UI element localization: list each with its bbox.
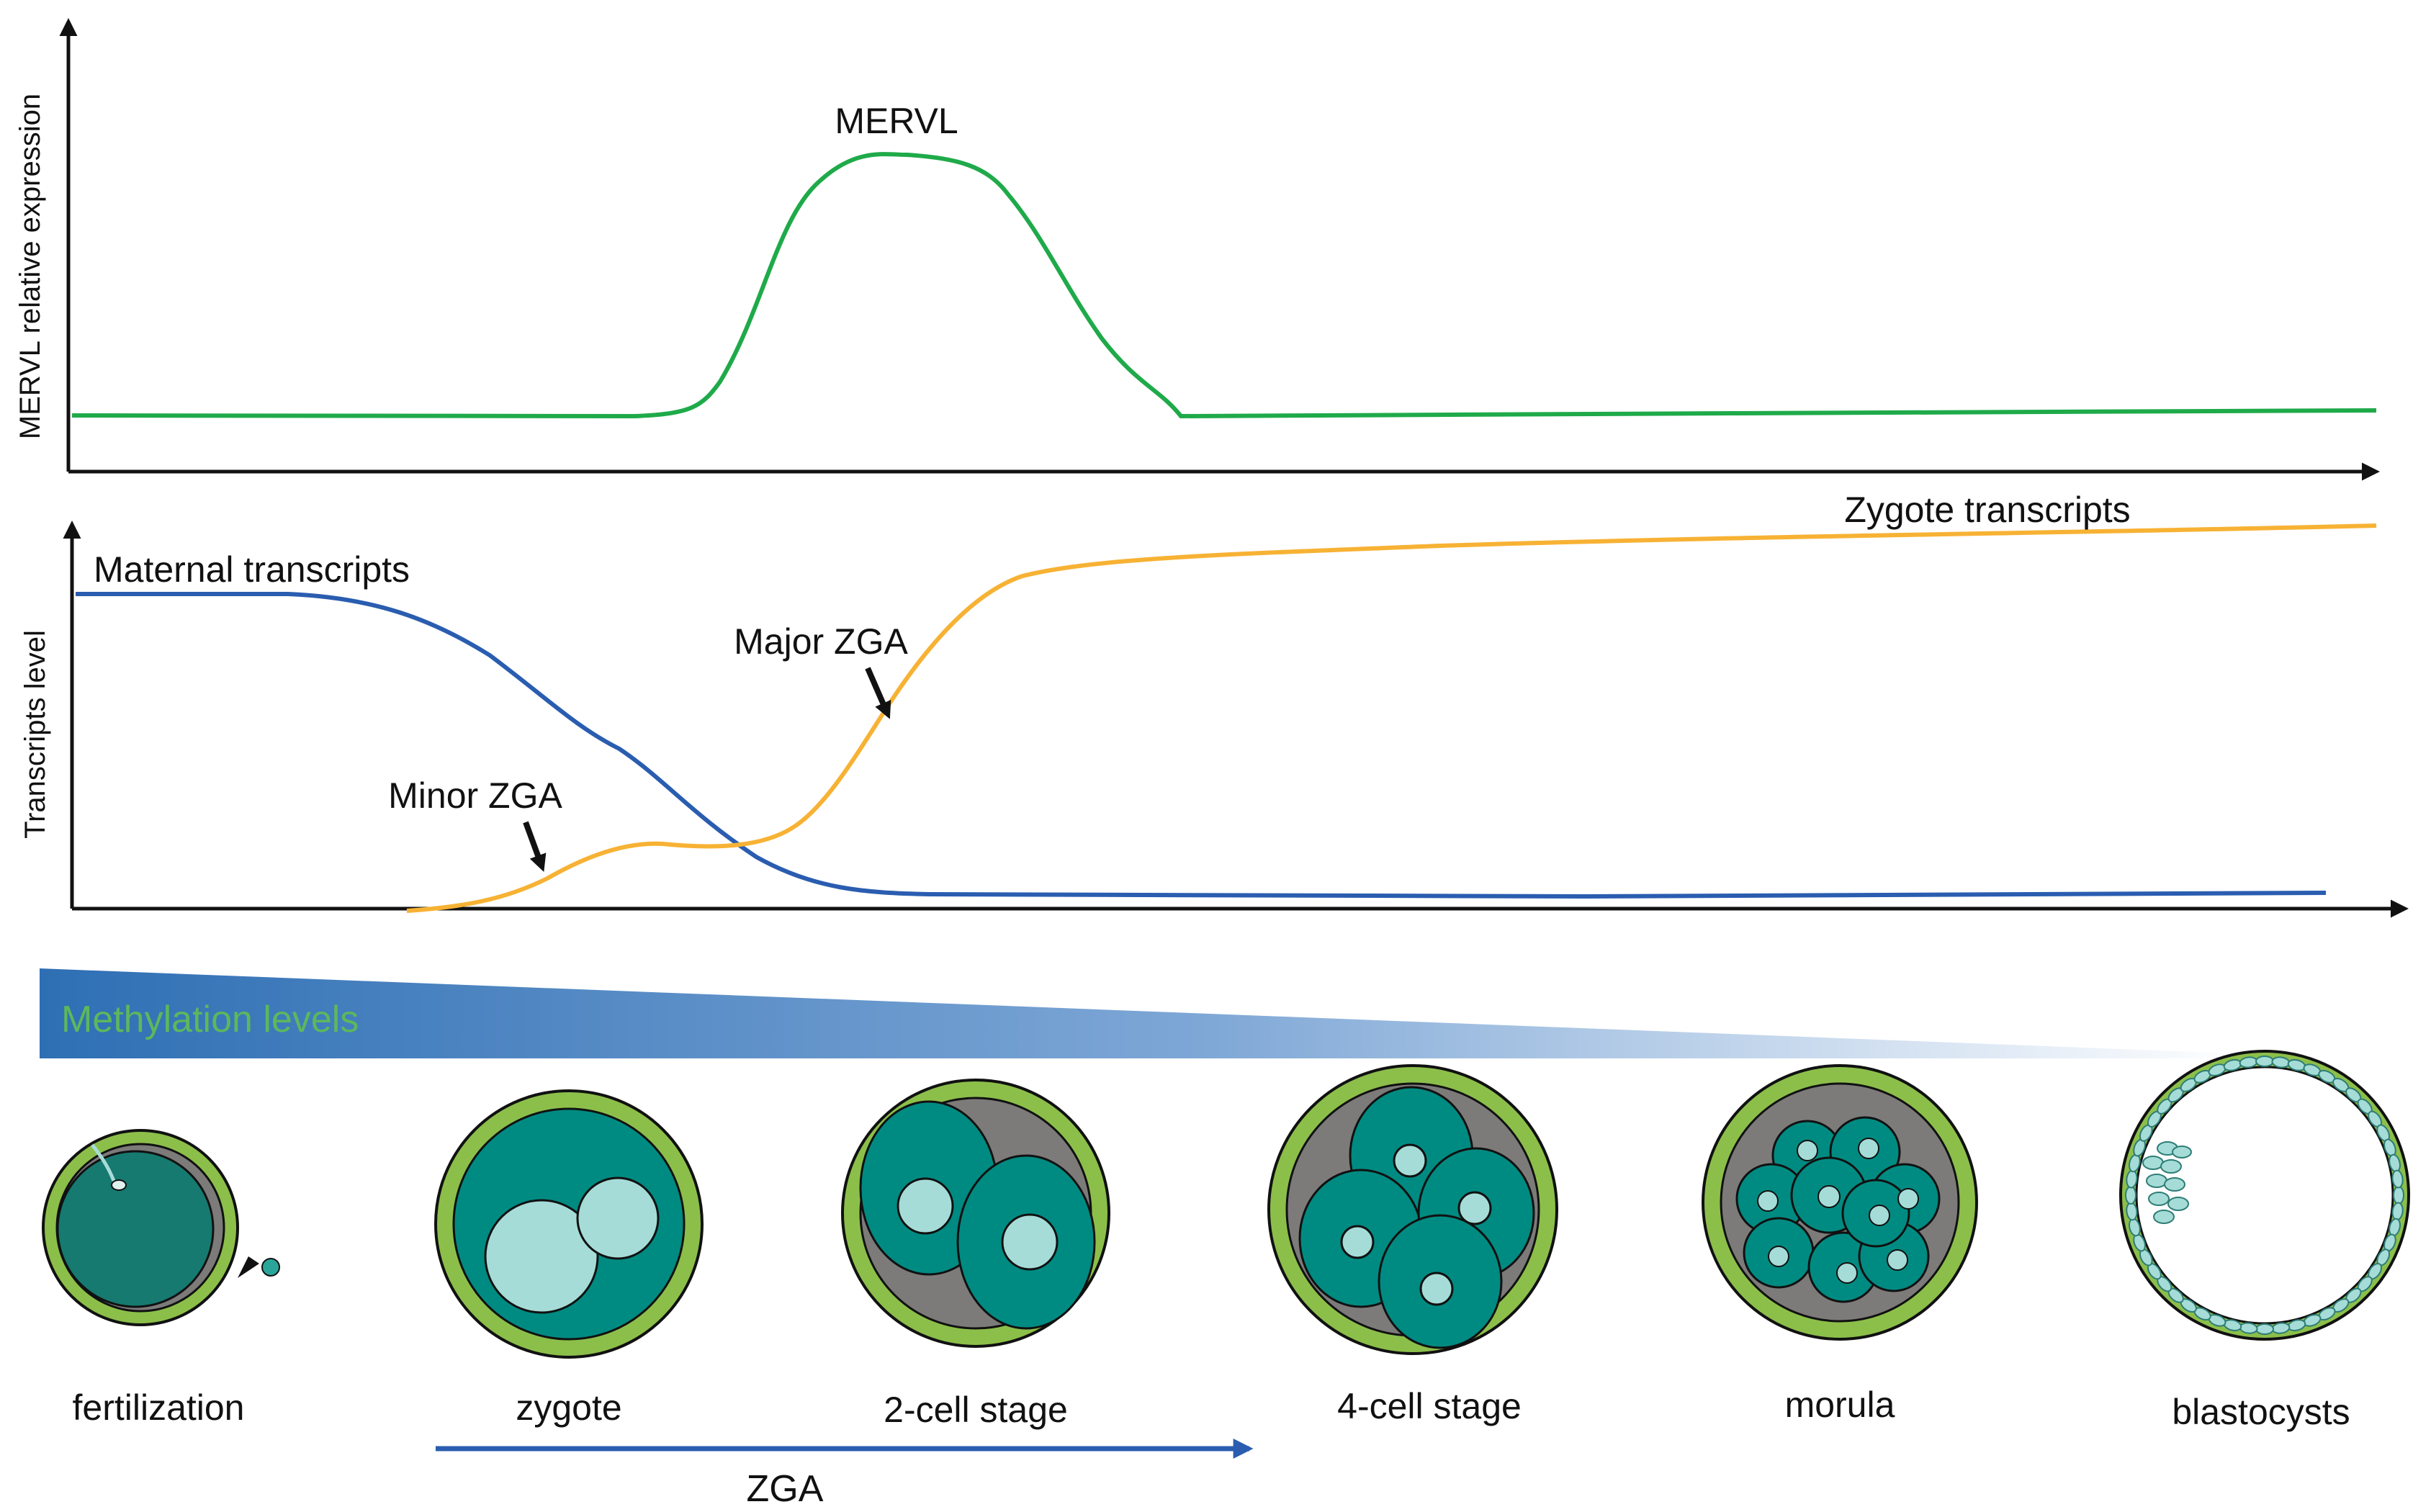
four-cell-embryo xyxy=(1267,1064,1558,1355)
zga-indicator: ZGA xyxy=(436,1439,1254,1510)
trophectoderm-cell xyxy=(2393,1186,2404,1205)
sperm-nucleus xyxy=(261,1258,280,1277)
trophectoderm-cell xyxy=(2255,1323,2274,1335)
minor-zga-label: Minor ZGA xyxy=(388,775,562,816)
inner-cell-mass xyxy=(2142,1141,2192,1224)
zygote-embryo xyxy=(434,1089,704,1359)
mervl-peak-label: MERVL xyxy=(835,101,958,141)
stage-label-blastocysts: blastocysts xyxy=(2172,1392,2350,1432)
trophectoderm-cell xyxy=(2125,1186,2136,1205)
zygote-transcripts-label: Zygote transcripts xyxy=(1844,490,2130,530)
zygote-transcripts-curve xyxy=(406,523,2377,913)
minor-zga-arrow xyxy=(523,821,547,873)
major-zga-label: Major ZGA xyxy=(734,621,908,662)
mervl-y-axis-label: MERVL relative expression xyxy=(14,94,46,439)
stage-label-4-cell: 4-cell stage xyxy=(1337,1386,1522,1426)
zga-label: ZGA xyxy=(747,1468,824,1510)
mervl-curve xyxy=(71,152,2377,419)
mervl-panel: MERVL relative expression MERVL xyxy=(14,18,2380,481)
embryo-stages xyxy=(42,1050,2410,1359)
trophectoderm-cell xyxy=(2391,1169,2404,1189)
trophectoderm-cell xyxy=(2255,1056,2274,1067)
two-cell-embryo xyxy=(841,1079,1110,1348)
stage-label-zygote: zygote xyxy=(516,1387,621,1428)
maternal-transcripts-label: Maternal transcripts xyxy=(94,549,410,590)
sperm-tail-icon xyxy=(91,1143,116,1182)
pronucleus xyxy=(484,1199,599,1314)
methylation-gradient: Methylation levels xyxy=(40,968,2362,1058)
maternal-transcripts-curve xyxy=(76,592,2327,899)
sperm-icon xyxy=(238,1256,259,1278)
morula-embryo xyxy=(1702,1064,1978,1341)
blastocyst-embryo xyxy=(2119,1050,2410,1341)
methylation-wedge xyxy=(40,968,2362,1058)
pronucleus xyxy=(576,1176,660,1260)
transcripts-y-axis-label: Transcripts level xyxy=(19,630,51,839)
major-zga-arrow xyxy=(865,667,891,719)
methylation-levels-label: Methylation levels xyxy=(61,999,359,1040)
transcripts-panel: Transcripts level Zygote transcripts Mat… xyxy=(19,490,2409,918)
stage-label-morula: morula xyxy=(1785,1385,1895,1425)
stage-label-fertilization: fertilization xyxy=(73,1387,245,1428)
fertilization-egg xyxy=(42,1129,280,1326)
stage-label-2-cell: 2-cell stage xyxy=(884,1390,1068,1430)
stage-labels: fertilization zygote 2-cell stage 4-cell… xyxy=(73,1385,2350,1432)
